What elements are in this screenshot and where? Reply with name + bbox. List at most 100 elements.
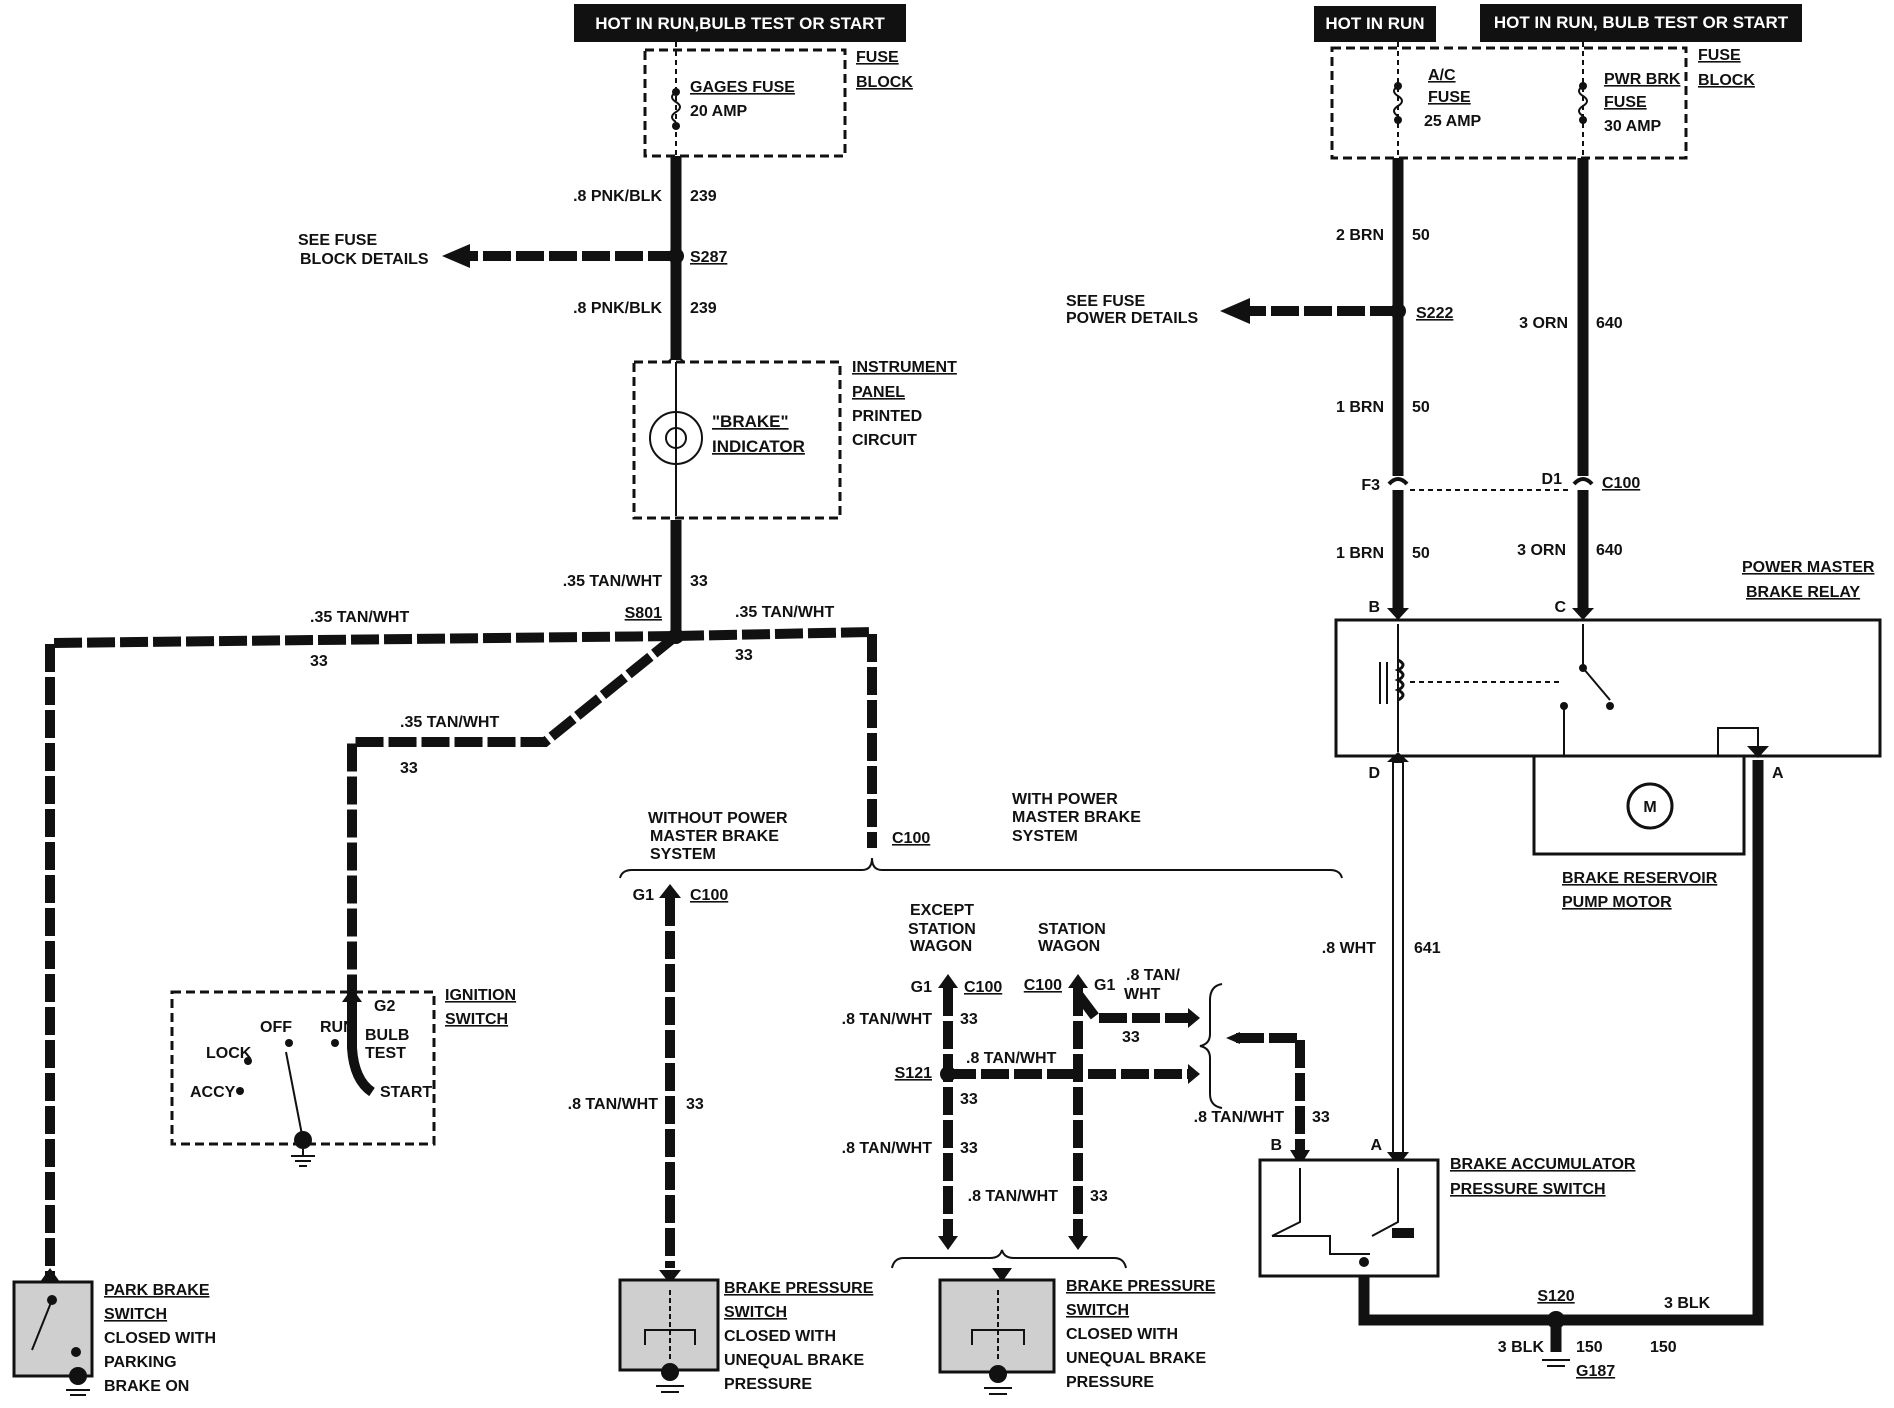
fuse-block-right-label-2: BLOCK [1698,72,1755,89]
bps-left-label-3: CLOSED WITH [724,1328,836,1345]
ex-terminal: G1 [911,979,932,996]
fuse-block-right-label-1: FUSE [1698,47,1741,64]
accum-wire-color: .8 TAN/WHT [1194,1109,1285,1126]
wg-wire1-color-2: WHT [1124,986,1161,1003]
splice-s287-label: S287 [690,249,727,266]
park-brake-label-2: SWITCH [104,1306,167,1323]
without-label-1: WITHOUT POWER [648,810,788,827]
ex-connector: C100 [964,979,1002,996]
s121-wire-num: 33 [960,1091,978,1108]
without-branch: G1 C100 .8 TAN/WHT 33 [568,884,728,1268]
bps-right-label-4: UNEQUAL BRAKE [1066,1350,1206,1367]
system-divider: WITHOUT POWER MASTER BRAKE SYSTEM WITH P… [619,791,1343,879]
blk-left-color: 3 BLK [1498,1339,1545,1356]
accum-wire-num: 33 [1312,1109,1330,1126]
accum-a: A [1370,1137,1382,1154]
wire-641-num: 641 [1414,940,1441,957]
ex-wire1-color: .8 TAN/WHT [842,1011,933,1028]
brake-indicator-name-1: "BRAKE" [712,412,789,431]
c100-right-label: C100 [1602,475,1640,492]
relay-a: A [1772,765,1784,782]
blk-num-1: 150 [1576,1339,1603,1356]
right-branch-num: 33 [735,647,753,664]
wire-33-ignition-branch: .35 TAN/WHT 33 [347,632,680,1000]
motor-symbol: M [1643,799,1656,816]
wire-239-bottom-num: 239 [690,300,717,317]
banner-text-left: HOT IN RUN,BULB TEST OR START [595,14,885,33]
park-brake-label-1: PARK BRAKE [104,1282,210,1299]
bps-right-label-3: CLOSED WITH [1066,1326,1178,1343]
wire-640-bot-color: 3 ORN [1517,542,1566,559]
instrument-panel-label-3: PRINTED [852,408,922,425]
brake-pressure-switch-right: BRAKE PRESSURE SWITCH CLOSED WITH UNEQUA… [938,1268,1216,1395]
without-wire-color: .8 TAN/WHT [568,1096,659,1113]
instrument-panel: "BRAKE" INDICATOR INSTRUMENT PANEL PRINT… [632,353,957,520]
fuse-block-left-label-2: BLOCK [856,74,913,91]
wire-641: .8 WHT 641 [1322,752,1441,1166]
conn-f3: F3 [1361,477,1380,494]
blk-right-color: 3 BLK [1664,1295,1711,1312]
banner-text-right-2: HOT IN RUN, BULB TEST OR START [1494,13,1789,32]
gages-fuse-name: GAGES FUSE [690,79,795,96]
left-branch-color: .35 TAN/WHT [310,609,409,626]
without-connector: C100 [690,887,728,904]
wire-641-color: .8 WHT [1322,940,1376,957]
left-branch-num: 33 [310,653,328,670]
except-wagon-2: STATION [908,921,976,938]
wg-wire1-num: 33 [1122,1029,1140,1046]
relay-d: D [1368,765,1380,782]
wire-50-bot-num: 50 [1412,545,1430,562]
splice-s121: S121 [895,1065,932,1082]
bps-left-label-2: SWITCH [724,1304,787,1321]
ign-branch-num: 33 [400,760,418,777]
ignition-terminal-g2: G2 [374,998,395,1015]
blk-num-2: 150 [1650,1339,1677,1356]
accum-b: B [1270,1137,1282,1154]
fuse-block-left: GAGES FUSE 20 AMP FUSE BLOCK [643,42,913,158]
with-label-1: WITH POWER [1012,791,1118,808]
instrument-panel-label-2: PANEL [852,384,905,401]
without-wire-num: 33 [686,1096,704,1113]
with-label-2: MASTER BRAKE [1012,809,1141,826]
fuse-symbol-pwrbrk [1578,85,1588,117]
see-fuse-block-2: BLOCK DETAILS [300,251,429,268]
ign-pos-lock: LOCK [206,1045,252,1062]
relay-b: B [1368,599,1380,616]
see-fuse-power-1: SEE FUSE [1066,293,1145,310]
see-fuse-power-2: POWER DETAILS [1066,310,1198,327]
wire-50-mid-num: 50 [1412,399,1430,416]
wg-terminal: G1 [1094,977,1115,994]
wire-239-top-num: 239 [690,188,717,205]
brake-reservoir-pump-motor: M BRAKE RESERVOIR PUMP MOTOR [1532,754,1746,911]
wire-50-top-num: 50 [1412,227,1430,244]
power-banner-right-1: HOT IN RUN [1314,6,1436,42]
splice-s222-label: S222 [1416,305,1453,322]
conn-d1: D1 [1542,471,1563,488]
splice-s801-label: S801 [625,605,662,622]
wire-640-bot-num: 640 [1596,542,1623,559]
motor-icon [1626,782,1674,830]
ground-g187: G187 [1576,1363,1615,1380]
without-label-2: MASTER BRAKE [650,828,779,845]
bps-right-label-1: BRAKE PRESSURE [1066,1278,1216,1295]
ac-fuse-rating: 25 AMP [1424,113,1482,130]
ex-wire2-color: .8 TAN/WHT [842,1140,933,1157]
accum-label-2: PRESSURE SWITCH [1450,1181,1606,1198]
splice-s222: S222 SEE FUSE POWER DETAILS [1066,293,1453,327]
ign-pos-run: RUN [320,1019,355,1036]
wire-33-right-branch: .35 TAN/WHT 33 C100 [675,604,930,848]
wire-640-top-num: 640 [1596,315,1623,332]
wire-33-main: .35 TAN/WHT 33 S801 [563,520,708,644]
gages-fuse-rating: 20 AMP [690,103,748,120]
with-label-3: SYSTEM [1012,828,1078,845]
instrument-panel-label-1: INSTRUMENT [852,359,957,376]
bps-right-label-5: PRESSURE [1066,1374,1154,1391]
brake-pressure-switch-left: BRAKE PRESSURE SWITCH CLOSED WITH UNEQUA… [618,1270,874,1393]
c100-left-label: C100 [892,830,930,847]
wg-wire2-num: 33 [1090,1188,1108,1205]
relay-c: C [1554,599,1566,616]
banner-text-right-1: HOT IN RUN [1325,14,1424,33]
pwrbrk-fuse-rating: 30 AMP [1604,118,1662,135]
see-fuse-block-1: SEE FUSE [298,232,377,249]
